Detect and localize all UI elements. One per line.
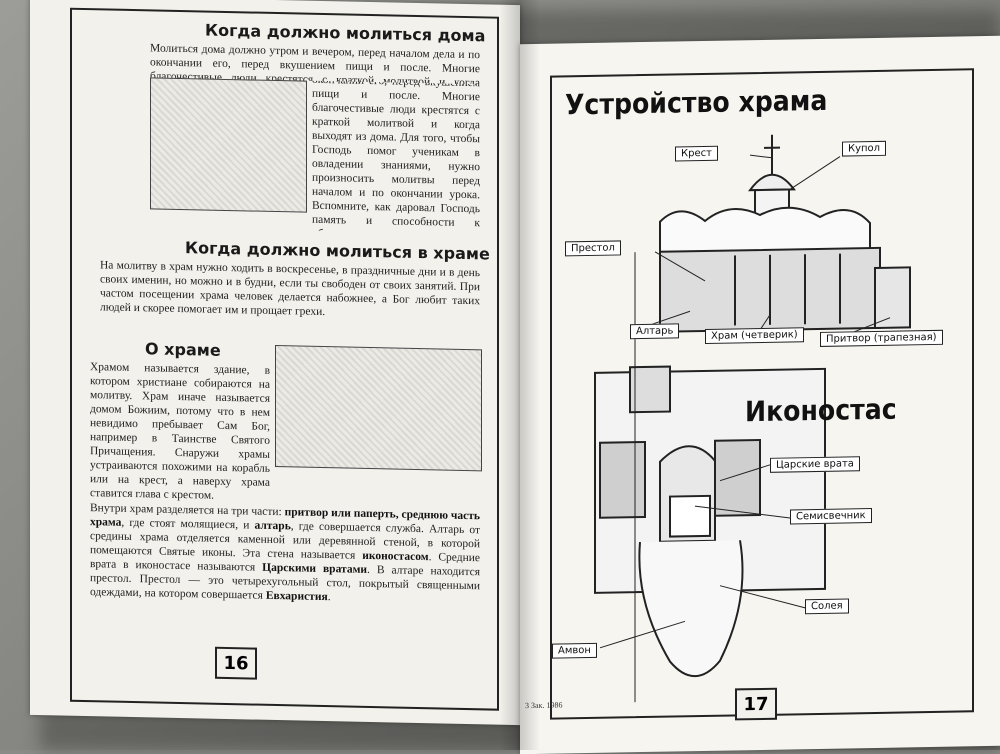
section-title-about-church: О храме (145, 339, 221, 360)
section-text-church-interior: Внутри храм разделяется на три части: пр… (90, 501, 480, 639)
illustration-family-prayer (150, 77, 307, 212)
section-text-home-prayer: Молиться дома должно утром и вечером, пе… (150, 42, 480, 84)
page-number-left: 16 (215, 647, 257, 680)
label-krest: Крест (675, 146, 718, 162)
label-soleya: Солея (805, 598, 849, 614)
section-text-home-prayer-column: Молиться дома должно утром и вечером, пе… (312, 81, 480, 235)
label-kupol: Купол (842, 141, 886, 157)
term-altar: алтарь (254, 520, 290, 533)
section-text-home-prayer-intro: Молиться дома должно утром и вечером, пе… (150, 41, 480, 84)
label-khram: Храм (четверик) (705, 327, 804, 344)
interior-text-2: , где стоят молящиеся, и (121, 517, 254, 532)
section-text-about-church: Храмом называется здание, в котором хрис… (90, 360, 270, 504)
label-semisvechnik: Семисвечник (790, 508, 872, 524)
section-text-church-prayer: На молитву в храм нужно ходить в воскрес… (100, 258, 480, 336)
interior-text-6: . (328, 591, 331, 603)
term-tsarskie-vrata: Царскими вратами (262, 562, 367, 576)
title-ikonostas: Иконостас (745, 393, 897, 429)
label-pritvor: Притвор (трапезная) (820, 330, 943, 347)
label-amvon: Амвон (552, 643, 597, 659)
section-text-home-prayer-repeat: Молиться дома должно утром и вечером, пе… (312, 81, 480, 235)
right-page: Устройство храма (520, 36, 1000, 754)
term-ikonostas: иконостасом (362, 550, 428, 563)
book-gutter (500, 0, 540, 750)
page-number-right: 17 (735, 688, 777, 721)
label-prestol: Престол (565, 240, 621, 256)
term-evkharistiya: Евхаристия (266, 590, 328, 603)
label-tsarskie-vrata: Царские врата (770, 456, 860, 473)
label-altar: Алтарь (630, 323, 679, 339)
left-page: Когда должно молиться дома Молиться дома… (30, 0, 520, 725)
illustration-children-in-church (275, 345, 482, 471)
